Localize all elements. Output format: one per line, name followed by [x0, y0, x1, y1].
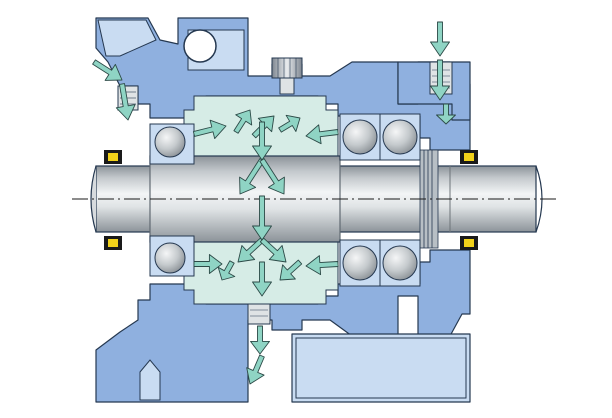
flow-arrow-icon [279, 259, 303, 281]
lubricant-flow-arrows [92, 21, 456, 385]
housing-bore-hole [183, 29, 217, 63]
flow-arrow-icon [436, 103, 456, 125]
flow-arrow-icon [233, 109, 253, 134]
flow-arrow-icon [92, 59, 123, 81]
drain-plug-icon [247, 303, 271, 325]
flow-arrow-icon [115, 83, 136, 121]
flow-arrow-icon [252, 195, 272, 241]
flow-arrow-icon [246, 354, 265, 385]
flow-arrow-icon [259, 158, 285, 195]
flow-arrow-icon [193, 254, 223, 274]
angular-contact-bearing-pair [339, 113, 421, 287]
flow-arrow-icon [305, 255, 339, 276]
flow-arrow-icon [252, 121, 272, 161]
ball-bearing-left [149, 123, 195, 277]
flow-arrow-icon [239, 158, 265, 195]
flow-arrow-icon [237, 237, 265, 263]
flow-arrow-icon [192, 119, 227, 140]
flow-arrow-icon [305, 124, 339, 145]
flow-arrow-icon [217, 260, 236, 281]
flow-arrow-icon [430, 21, 450, 57]
flow-arrow-icon [430, 59, 450, 101]
lip-seal-right [460, 150, 478, 250]
grease-nipple-icon [271, 57, 303, 95]
flow-arrow-icon [252, 261, 272, 297]
lip-seal-left [104, 150, 122, 250]
flow-arrow-icon [250, 325, 270, 355]
flow-arrow-icon [259, 237, 287, 263]
flow-arrow-icon [278, 114, 301, 133]
